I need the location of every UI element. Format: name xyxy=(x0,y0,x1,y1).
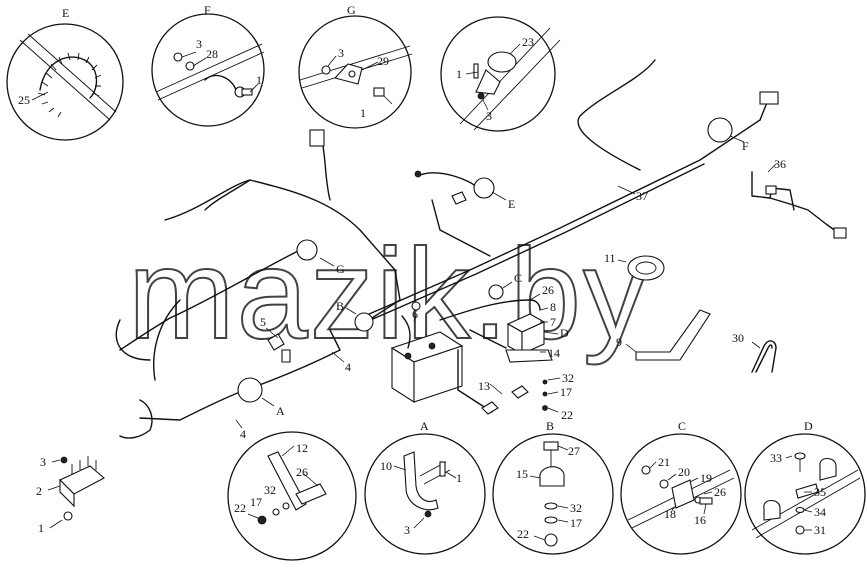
callout-32-a: 32 xyxy=(264,483,276,497)
view-ref-b: B xyxy=(336,299,344,313)
connector-bracket-assembly: 3 2 1 xyxy=(36,455,105,535)
callout-22-a: 22 xyxy=(234,501,246,515)
detail-g-title: G xyxy=(347,3,356,17)
callout-2: 2 xyxy=(36,484,42,498)
callout-22-b: 22 xyxy=(517,527,529,541)
callout-30: 30 xyxy=(732,331,744,345)
detail-c-title: C xyxy=(678,419,686,433)
detail-e: E 25 xyxy=(6,6,124,141)
callout-3-f: 3 xyxy=(196,37,202,51)
callout-3-a: 3 xyxy=(404,523,410,537)
callout-1-f: 1 xyxy=(256,73,262,87)
callout-35: 35 xyxy=(814,485,826,499)
callout-8: 8 xyxy=(550,300,556,314)
view-ref-g: G xyxy=(336,262,345,276)
callout-17-main: 17 xyxy=(560,385,572,399)
callout-29: 29 xyxy=(377,54,389,68)
callout-22-main: 22 xyxy=(561,408,573,422)
callout-34: 34 xyxy=(814,505,826,519)
callout-20: 20 xyxy=(678,465,690,479)
callout-32-main: 32 xyxy=(562,371,574,385)
detail-d-title: D xyxy=(804,419,813,433)
callout-32-b: 32 xyxy=(570,501,582,515)
callout-26-c: 26 xyxy=(714,485,726,499)
callout-13: 13 xyxy=(478,379,490,393)
view-ref-a: A xyxy=(276,404,285,418)
callout-26-main: 26 xyxy=(542,283,554,297)
callout-15: 15 xyxy=(516,467,528,481)
detail-bracket-12: 12 26 32 17 22 xyxy=(227,431,357,561)
callout-26-a: 26 xyxy=(296,465,308,479)
callout-36: 36 xyxy=(774,157,786,171)
detail-g: G 3 29 1 xyxy=(298,3,413,129)
callout-14: 14 xyxy=(548,346,560,360)
callout-3-23: 3 xyxy=(486,109,492,123)
callout-1-left: 1 xyxy=(38,521,44,535)
callout-12: 12 xyxy=(296,441,308,455)
callout-4-b: 4 xyxy=(240,427,246,441)
callout-11: 11 xyxy=(604,251,616,265)
callout-27: 27 xyxy=(568,444,580,458)
callout-19: 19 xyxy=(700,471,712,485)
view-ref-d: D xyxy=(560,326,569,340)
callout-3-g: 3 xyxy=(338,46,344,60)
detail-b: B 27 15 32 17 22 xyxy=(492,419,614,555)
view-ref-f: F xyxy=(742,139,749,153)
callout-6: 6 xyxy=(412,307,418,321)
callout-28: 28 xyxy=(206,47,218,61)
detail-f: F 3 28 1 xyxy=(151,3,265,127)
callout-1-23: 1 xyxy=(456,67,462,81)
detail-d: D 33 35 34 31 xyxy=(744,419,866,555)
callout-23: 23 xyxy=(522,35,534,49)
callout-1-a: 1 xyxy=(456,471,462,485)
callout-37: 37 xyxy=(636,189,648,203)
watermark: mazik.by xyxy=(128,223,649,366)
detail-clamp-23: 23 1 3 xyxy=(440,16,561,132)
view-ref-c: C xyxy=(514,271,522,285)
detail-c: C 21 20 19 26 18 16 xyxy=(620,419,742,555)
callout-17-b: 17 xyxy=(570,516,582,530)
detail-e-title: E xyxy=(62,6,69,20)
detail-a: A 10 1 3 xyxy=(364,419,486,555)
callout-10: 10 xyxy=(380,459,392,473)
callout-18: 18 xyxy=(664,507,676,521)
callout-1-g: 1 xyxy=(360,106,366,120)
view-ref-e: E xyxy=(508,197,515,211)
detail-f-title: F xyxy=(204,3,211,17)
callout-25: 25 xyxy=(18,93,30,107)
detail-a-title: A xyxy=(420,419,429,433)
callout-21: 21 xyxy=(658,455,670,469)
callout-31: 31 xyxy=(814,523,826,537)
callout-16: 16 xyxy=(694,513,706,527)
main-harness: F 37 E G A B 5 4 xyxy=(115,59,847,441)
callout-5: 5 xyxy=(260,315,266,329)
callout-33: 33 xyxy=(770,451,782,465)
callout-17-a: 17 xyxy=(250,495,262,509)
callout-7: 7 xyxy=(550,315,556,329)
callout-4-a: 4 xyxy=(345,360,351,374)
callout-9: 9 xyxy=(616,335,622,349)
callout-3-left: 3 xyxy=(40,455,46,469)
detail-b-title: B xyxy=(546,419,554,433)
